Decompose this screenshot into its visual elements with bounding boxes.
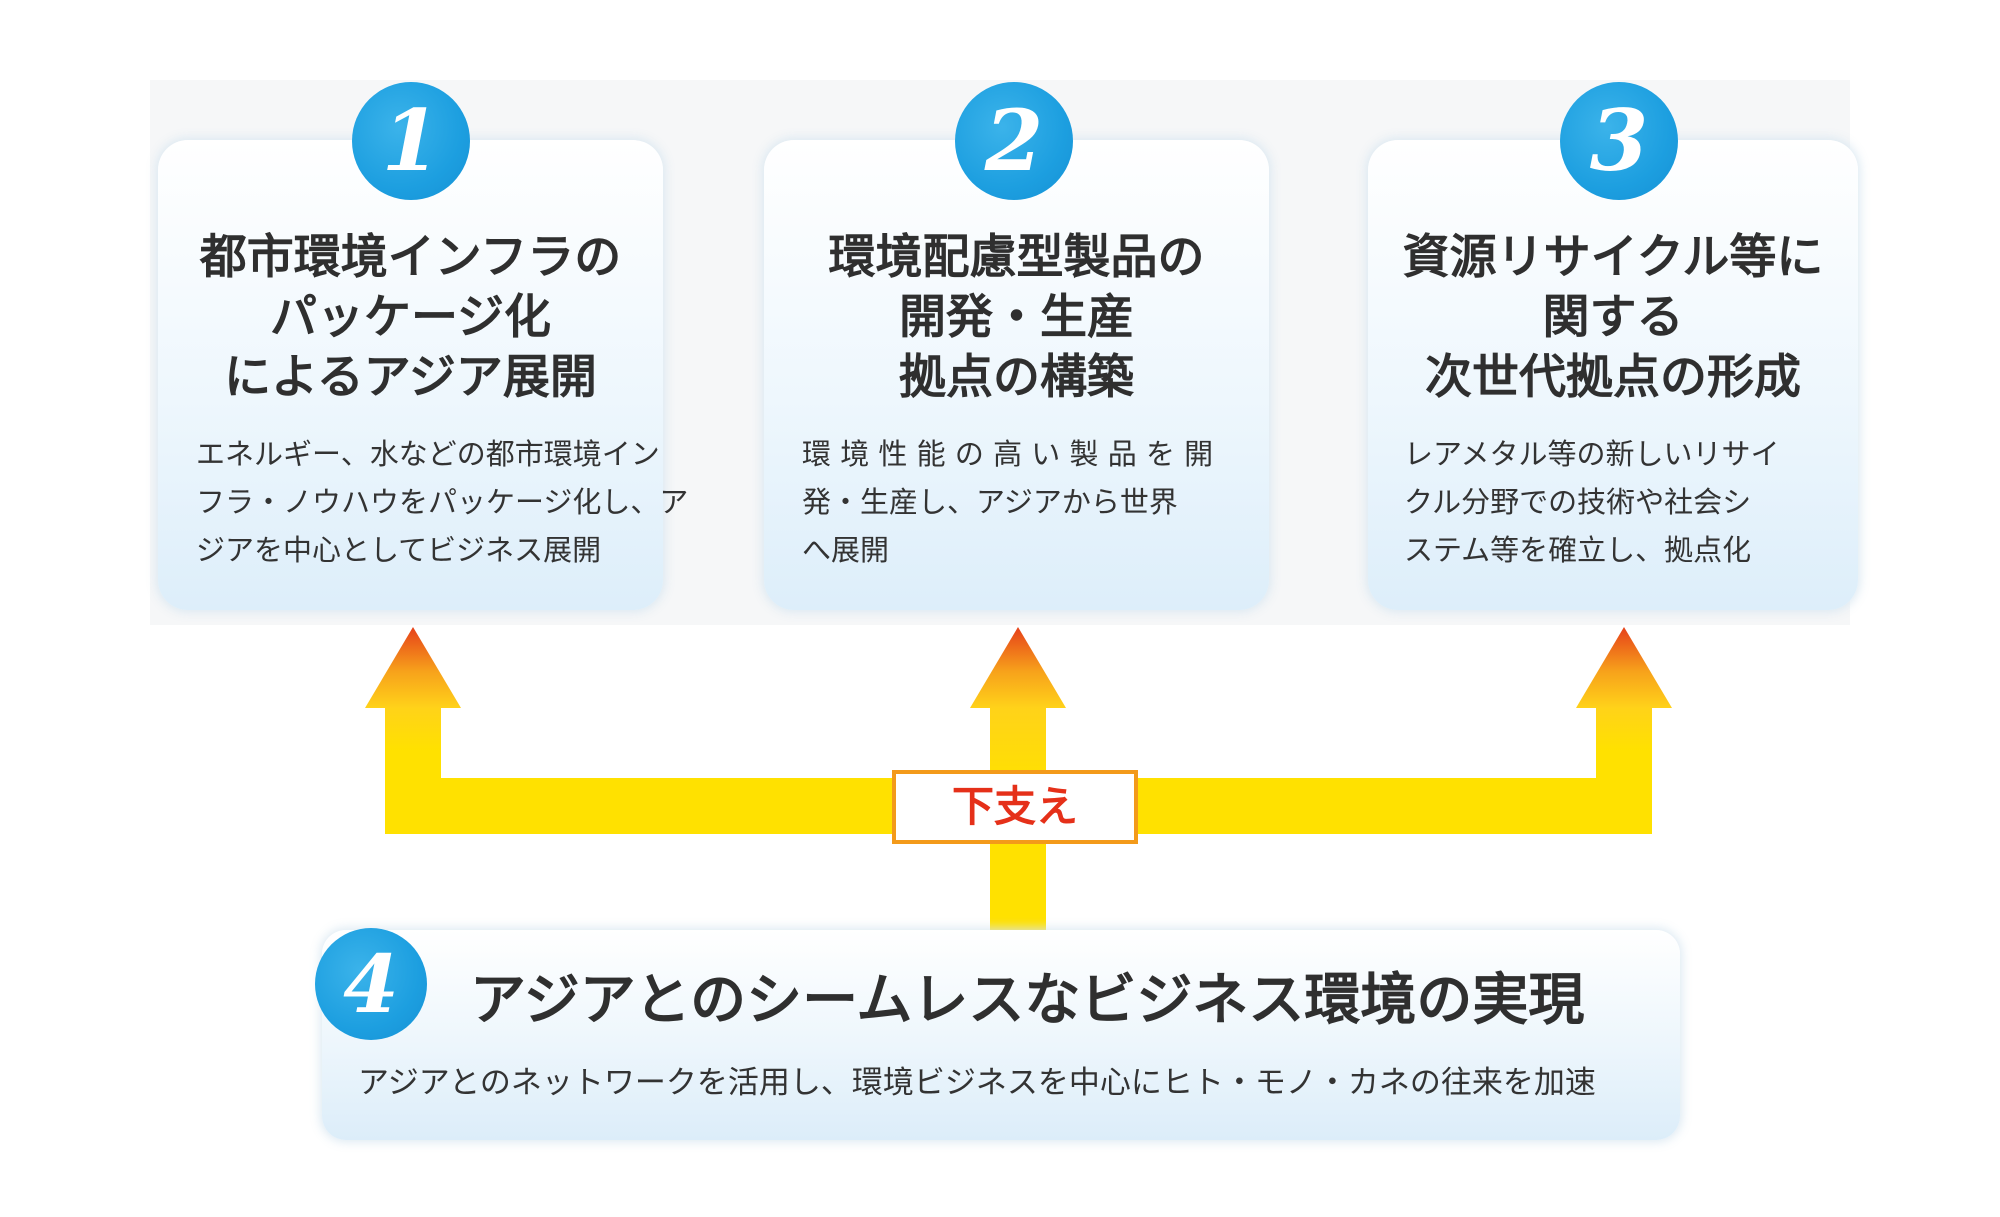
pillar-desc-line: ステム等を確立し、拠点化 bbox=[1404, 533, 1752, 567]
pillar-title-3: 資源リサイクル等に 関する 次世代拠点の形成 bbox=[1368, 228, 1858, 408]
pillar-desc-line: へ展開 bbox=[802, 533, 890, 567]
pillar-title-2: 環境配慮型製品の 開発・生産 拠点の構築 bbox=[764, 228, 1269, 408]
foundation-desc: アジアとのネットワークを活用し、環境ビジネスを中心にヒト・モノ・カネの往来を加速 bbox=[358, 1065, 1596, 1101]
pillar-title-line: 資源リサイクル等に bbox=[1402, 230, 1824, 285]
pillar-desc-2: 環 境 性 能 の 高 い 製 品 を 開 発・生産し、アジアから世界 へ展開 bbox=[802, 430, 1241, 574]
arrow-head-right bbox=[1576, 627, 1672, 708]
support-label: 下支え bbox=[892, 770, 1138, 844]
number-badge-2: 2 bbox=[955, 82, 1073, 200]
pillar-title-line: によるアジア展開 bbox=[224, 350, 597, 405]
pillar-desc-line: レアメタル等の新しいリサイ bbox=[1404, 437, 1780, 471]
pillar-title-line: 都市環境インフラの bbox=[199, 230, 622, 285]
foundation-title: アジアとのシームレスなビジネス環境の実現 bbox=[470, 968, 1585, 1033]
pillar-desc-line: 発・生産し、アジアから世界 bbox=[802, 485, 1178, 519]
pillar-desc-3: レアメタル等の新しいリサイ クル分野での技術や社会シ ステム等を確立し、拠点化 bbox=[1404, 430, 1842, 574]
pillar-title-line: 環境配慮型製品の bbox=[828, 230, 1205, 285]
pillar-card-2: 環境配慮型製品の 開発・生産 拠点の構築 環 境 性 能 の 高 い 製 品 を… bbox=[764, 140, 1269, 610]
pillar-title-line: 開発・生産 bbox=[899, 290, 1134, 345]
pillar-desc-line: 環 境 性 能 の 高 い 製 品 を 開 bbox=[802, 437, 1214, 471]
arrow-head-center bbox=[970, 627, 1066, 708]
pillar-desc-line: フラ・ノウハウをパッケージ化し、ア bbox=[196, 485, 689, 519]
pillar-desc-1: エネルギー、水などの都市環境イン フラ・ノウハウをパッケージ化し、ア ジアを中心… bbox=[196, 430, 689, 574]
pillar-title-1: 都市環境インフラの パッケージ化 によるアジア展開 bbox=[158, 228, 663, 408]
pillar-desc-line: エネルギー、水などの都市環境イン bbox=[196, 437, 660, 471]
pillar-card-3: 資源リサイクル等に 関する 次世代拠点の形成 レアメタル等の新しいリサイ クル分… bbox=[1368, 140, 1858, 610]
pillar-title-line: パッケージ化 bbox=[269, 290, 552, 345]
pillar-title-line: 拠点の構築 bbox=[899, 350, 1134, 405]
number-badge-4: 4 bbox=[315, 928, 427, 1040]
foundation-card bbox=[322, 930, 1680, 1140]
number-badge-3: 3 bbox=[1560, 82, 1678, 200]
pillar-desc-line: ジアを中心としてビジネス展開 bbox=[196, 533, 602, 567]
number-badge-1: 1 bbox=[352, 82, 470, 200]
arrow-head-left bbox=[365, 627, 461, 708]
pillar-desc-line: クル分野での技術や社会シ bbox=[1404, 485, 1752, 519]
pillar-title-line: 次世代拠点の形成 bbox=[1425, 350, 1801, 405]
pillar-card-1: 都市環境インフラの パッケージ化 によるアジア展開 エネルギー、水などの都市環境… bbox=[158, 140, 689, 610]
pillar-title-line: 関する bbox=[1542, 290, 1684, 345]
